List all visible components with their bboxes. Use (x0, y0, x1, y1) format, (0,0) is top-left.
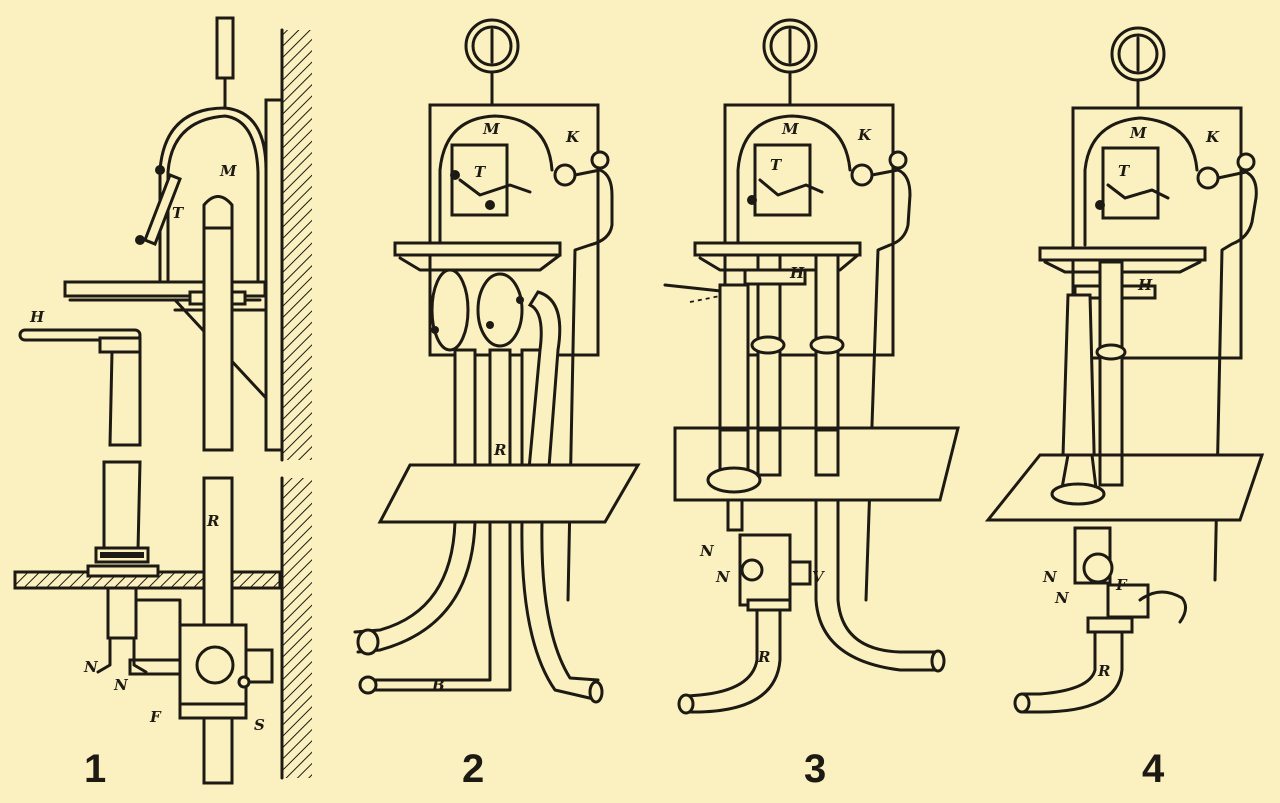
label-h: H (1137, 276, 1153, 294)
wall-hatch-upper (282, 30, 312, 460)
label-f: F (149, 708, 162, 726)
wall-hatch-lower (282, 478, 312, 778)
label-n1: N (83, 658, 99, 676)
label-s: S (254, 716, 265, 734)
panel-1: M T H R N N F S 1 (13, 16, 312, 791)
label-n1: N (699, 542, 715, 560)
label-m: M (1129, 124, 1147, 142)
label-r: R (757, 648, 770, 666)
label-k: K (565, 128, 580, 146)
label-m: M (219, 162, 237, 180)
label-b: B (431, 676, 445, 694)
label-v: V (812, 568, 825, 586)
label-m: M (781, 120, 799, 138)
label-n2: N (113, 676, 129, 694)
label-h: H (29, 308, 45, 326)
panel-4: M T K H N N F R 4 (984, 26, 1265, 791)
label-t: T (172, 204, 185, 222)
label-k: K (1205, 128, 1220, 146)
label-n2: N (1054, 589, 1070, 607)
label-k: K (857, 126, 872, 144)
label-r: R (493, 441, 506, 459)
panel-2: M T K R B 2 (353, 18, 641, 791)
label-r: R (1097, 662, 1110, 680)
label-h: H (789, 264, 805, 282)
label-t: T (770, 156, 783, 174)
panel-3: M T K H N N V R 3 (663, 18, 960, 791)
label-t: T (1118, 162, 1131, 180)
panel-number: 3 (804, 747, 826, 791)
housing-m (158, 106, 268, 284)
panel-number: 4 (1142, 747, 1165, 791)
label-n1: N (1042, 568, 1058, 586)
label-m: M (482, 120, 500, 138)
label-r: R (206, 512, 219, 530)
panel-number: 2 (462, 747, 484, 791)
label-t: T (474, 163, 487, 181)
panel-number: 1 (84, 747, 106, 791)
label-f: F (1115, 576, 1128, 594)
label-n2: N (715, 568, 731, 586)
